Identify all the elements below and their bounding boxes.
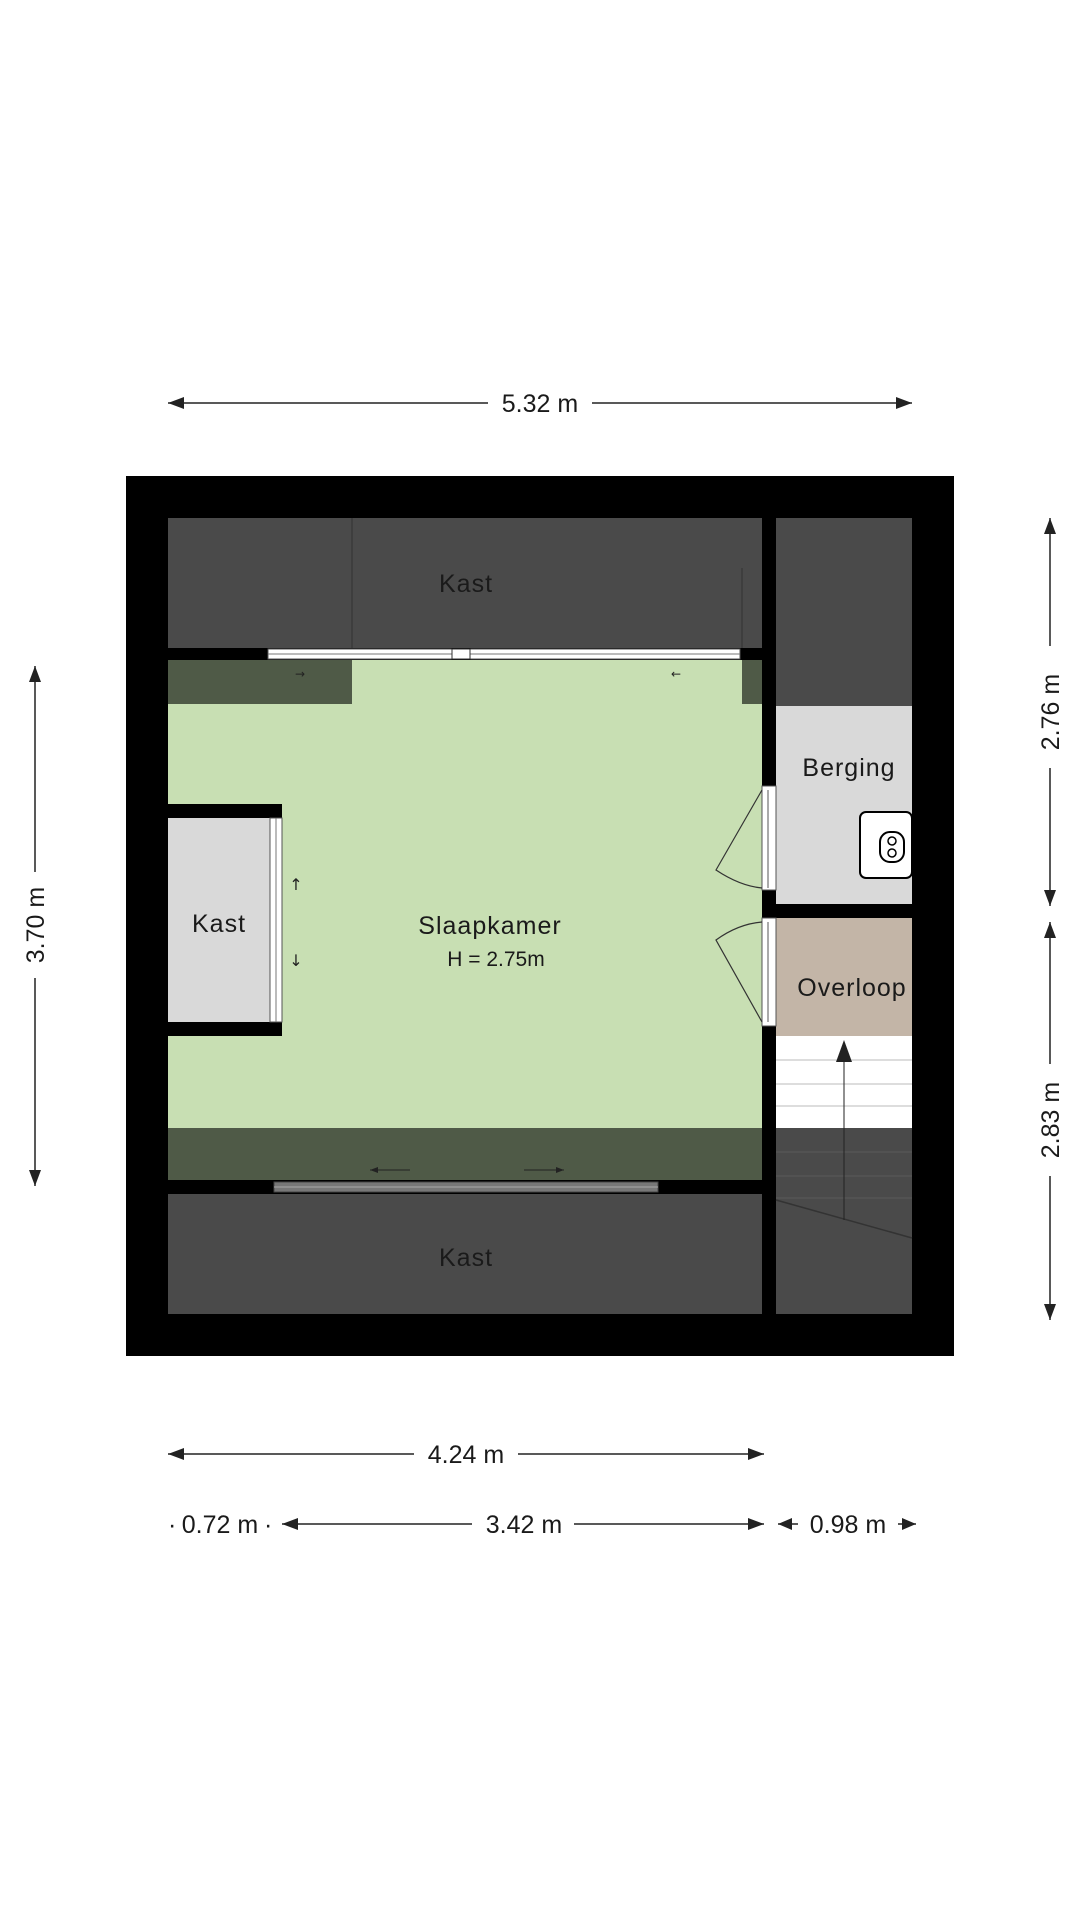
svg-text:←: ← bbox=[671, 667, 681, 681]
kast-bottom-label: Kast bbox=[439, 1244, 493, 1272]
dimension-bottom-main: 4.24 m bbox=[168, 1441, 764, 1469]
dimension-bottom-segments: · 0.72 m · 3.42 m 0.98 m bbox=[168, 1511, 916, 1539]
overloop-label: Overloop bbox=[797, 974, 906, 1002]
dimension-top-width: 5.32 m bbox=[168, 390, 912, 418]
overloop-area bbox=[776, 918, 912, 1036]
dimension-right-upper: 2.76 m bbox=[1037, 518, 1065, 906]
dimension-left-height-label: 3.70 m bbox=[22, 887, 50, 963]
svg-text:→: → bbox=[295, 667, 305, 681]
dimension-bottom-seg1-label: 0.72 m bbox=[182, 1511, 258, 1539]
kast-bottom-shade bbox=[168, 1128, 762, 1180]
boiler-icon bbox=[859, 811, 913, 879]
kast-left-wall-top bbox=[168, 804, 282, 818]
svg-text:↑: ↑ bbox=[289, 875, 302, 894]
kast-top-shade-right bbox=[742, 660, 762, 704]
dimension-right-lower-label: 2.83 m bbox=[1037, 1082, 1065, 1158]
interior-wall-vertical bbox=[762, 518, 776, 1314]
door-berging[interactable] bbox=[715, 785, 777, 891]
dimension-right-upper-label: 2.76 m bbox=[1037, 674, 1065, 750]
slaapkamer-label: Slaapkamer bbox=[418, 912, 561, 940]
kast-left-wall-bottom bbox=[168, 1022, 282, 1036]
kast-top-area bbox=[168, 518, 762, 648]
kast-top-label: Kast bbox=[439, 570, 493, 598]
kast-left-area bbox=[168, 818, 270, 1022]
slaapkamer-height-label: H = 2.75m bbox=[447, 948, 544, 971]
door-overloop[interactable] bbox=[715, 917, 777, 1027]
dimension-bottom-seg3-label: 0.98 m bbox=[810, 1511, 886, 1539]
svg-text:↓: ↓ bbox=[289, 951, 302, 970]
dimension-bottom-main-label: 4.24 m bbox=[428, 1441, 504, 1469]
svg-text:·: · bbox=[168, 1511, 176, 1539]
dimension-left-height: 3.70 m bbox=[22, 666, 50, 1186]
kast-left-label: Kast bbox=[192, 910, 246, 938]
kast-bottom-area bbox=[168, 1194, 762, 1314]
berging-label: Berging bbox=[802, 754, 895, 782]
dimension-right-lower: 2.83 m bbox=[1037, 922, 1065, 1320]
dimension-bottom-seg2-label: 3.42 m bbox=[486, 1511, 562, 1539]
kast-top-shade-left bbox=[168, 660, 352, 704]
berging-overloop-wall bbox=[776, 904, 912, 918]
dimension-top-width-label: 5.32 m bbox=[502, 390, 578, 418]
svg-text:·: · bbox=[264, 1511, 272, 1539]
staircase bbox=[775, 1036, 913, 1314]
closet-right-top bbox=[776, 518, 912, 706]
